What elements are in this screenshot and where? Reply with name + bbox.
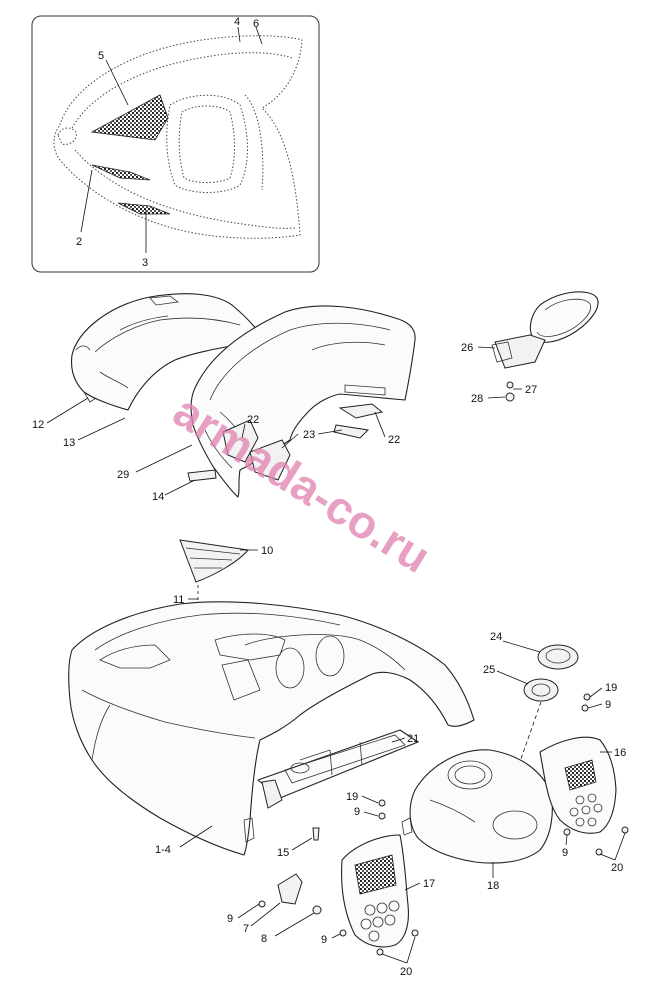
callout-8: 8 [261,933,267,945]
callout-15: 15 [277,847,289,859]
callout-7: 7 [243,923,249,935]
part-22-bracket-left [222,419,259,463]
inset-overview [31,15,320,273]
part-19-screw-b [378,799,386,807]
callout-9-side: 9 [562,847,568,859]
part-20-plug-c [376,948,384,956]
part-14-clip [187,469,217,482]
callout-23: 23 [303,429,315,441]
callout-26: 26 [461,342,473,354]
part-1-4-main-deck [68,601,475,856]
part-7-bracket [277,873,303,905]
callout-17: 17 [423,878,435,890]
callout-11: 11 [173,594,184,606]
callout-9-right: 9 [605,699,611,711]
callout-1-4: 1-4 [155,844,171,856]
part-9-nut-e [339,929,347,937]
callout-14: 14 [152,491,164,503]
callout-13: 13 [63,437,75,449]
callout-21: 21 [407,733,419,745]
part-22-bracket-right [338,403,384,419]
part-9-nut-d [563,828,571,836]
callout-5: 5 [98,50,104,62]
callout-29: 29 [117,469,129,481]
callout-19-right: 19 [605,682,617,694]
callout-25: 25 [483,664,495,676]
inset-mesh-panel-5 [90,94,169,141]
part-24-ring [537,644,579,670]
part-25-gasket [523,678,559,702]
inset-mesh-panel-2 [91,164,151,181]
callout-3: 3 [142,257,148,269]
callout-16: 16 [614,747,626,759]
callout-22-right: 22 [388,434,400,446]
leader-lines [46,346,626,964]
part-9-nut-b [581,704,589,712]
callout-27: 27 [525,384,537,396]
part-9-nut-c [378,812,386,820]
part-20-plug-b [621,826,629,834]
callout-20-bottom: 20 [400,966,412,978]
callout-4: 4 [234,16,240,28]
callout-20-right: 20 [611,862,623,874]
callout-18: 18 [487,880,499,892]
part-17-side-panel-left [341,834,409,948]
callout-labels: 4 6 5 2 3 12 13 29 14 22 23 22 26 27 28 … [32,16,626,978]
part-8-washer [312,905,322,915]
callout-10: 10 [261,545,273,557]
part-23-clip [333,424,370,439]
part-23-bracket [249,439,291,481]
part-10-windshield [179,539,249,583]
part-18-glovebox [401,749,553,864]
callout-24: 24 [490,631,502,643]
part-9-nut-a [258,900,266,908]
part-20-plug-a [595,848,603,856]
callout-9-left: 9 [227,913,233,925]
part-19-screw-a [583,693,591,701]
part-20-plug-d [411,929,419,937]
callout-9-mid: 9 [354,806,360,818]
part-21-tray [257,729,419,809]
inset-mesh-panel-3 [117,202,171,215]
part-16-side-panel-right [539,736,617,834]
part-15-screw [312,827,320,841]
part-26-mirror [491,291,599,402]
callout-22-left: 22 [247,414,259,426]
callout-9-bottom: 9 [321,934,327,946]
callout-28: 28 [471,393,483,405]
callout-6: 6 [253,18,259,30]
callout-2: 2 [76,236,82,248]
callout-12: 12 [32,419,44,431]
callout-19-mid: 19 [346,791,358,803]
